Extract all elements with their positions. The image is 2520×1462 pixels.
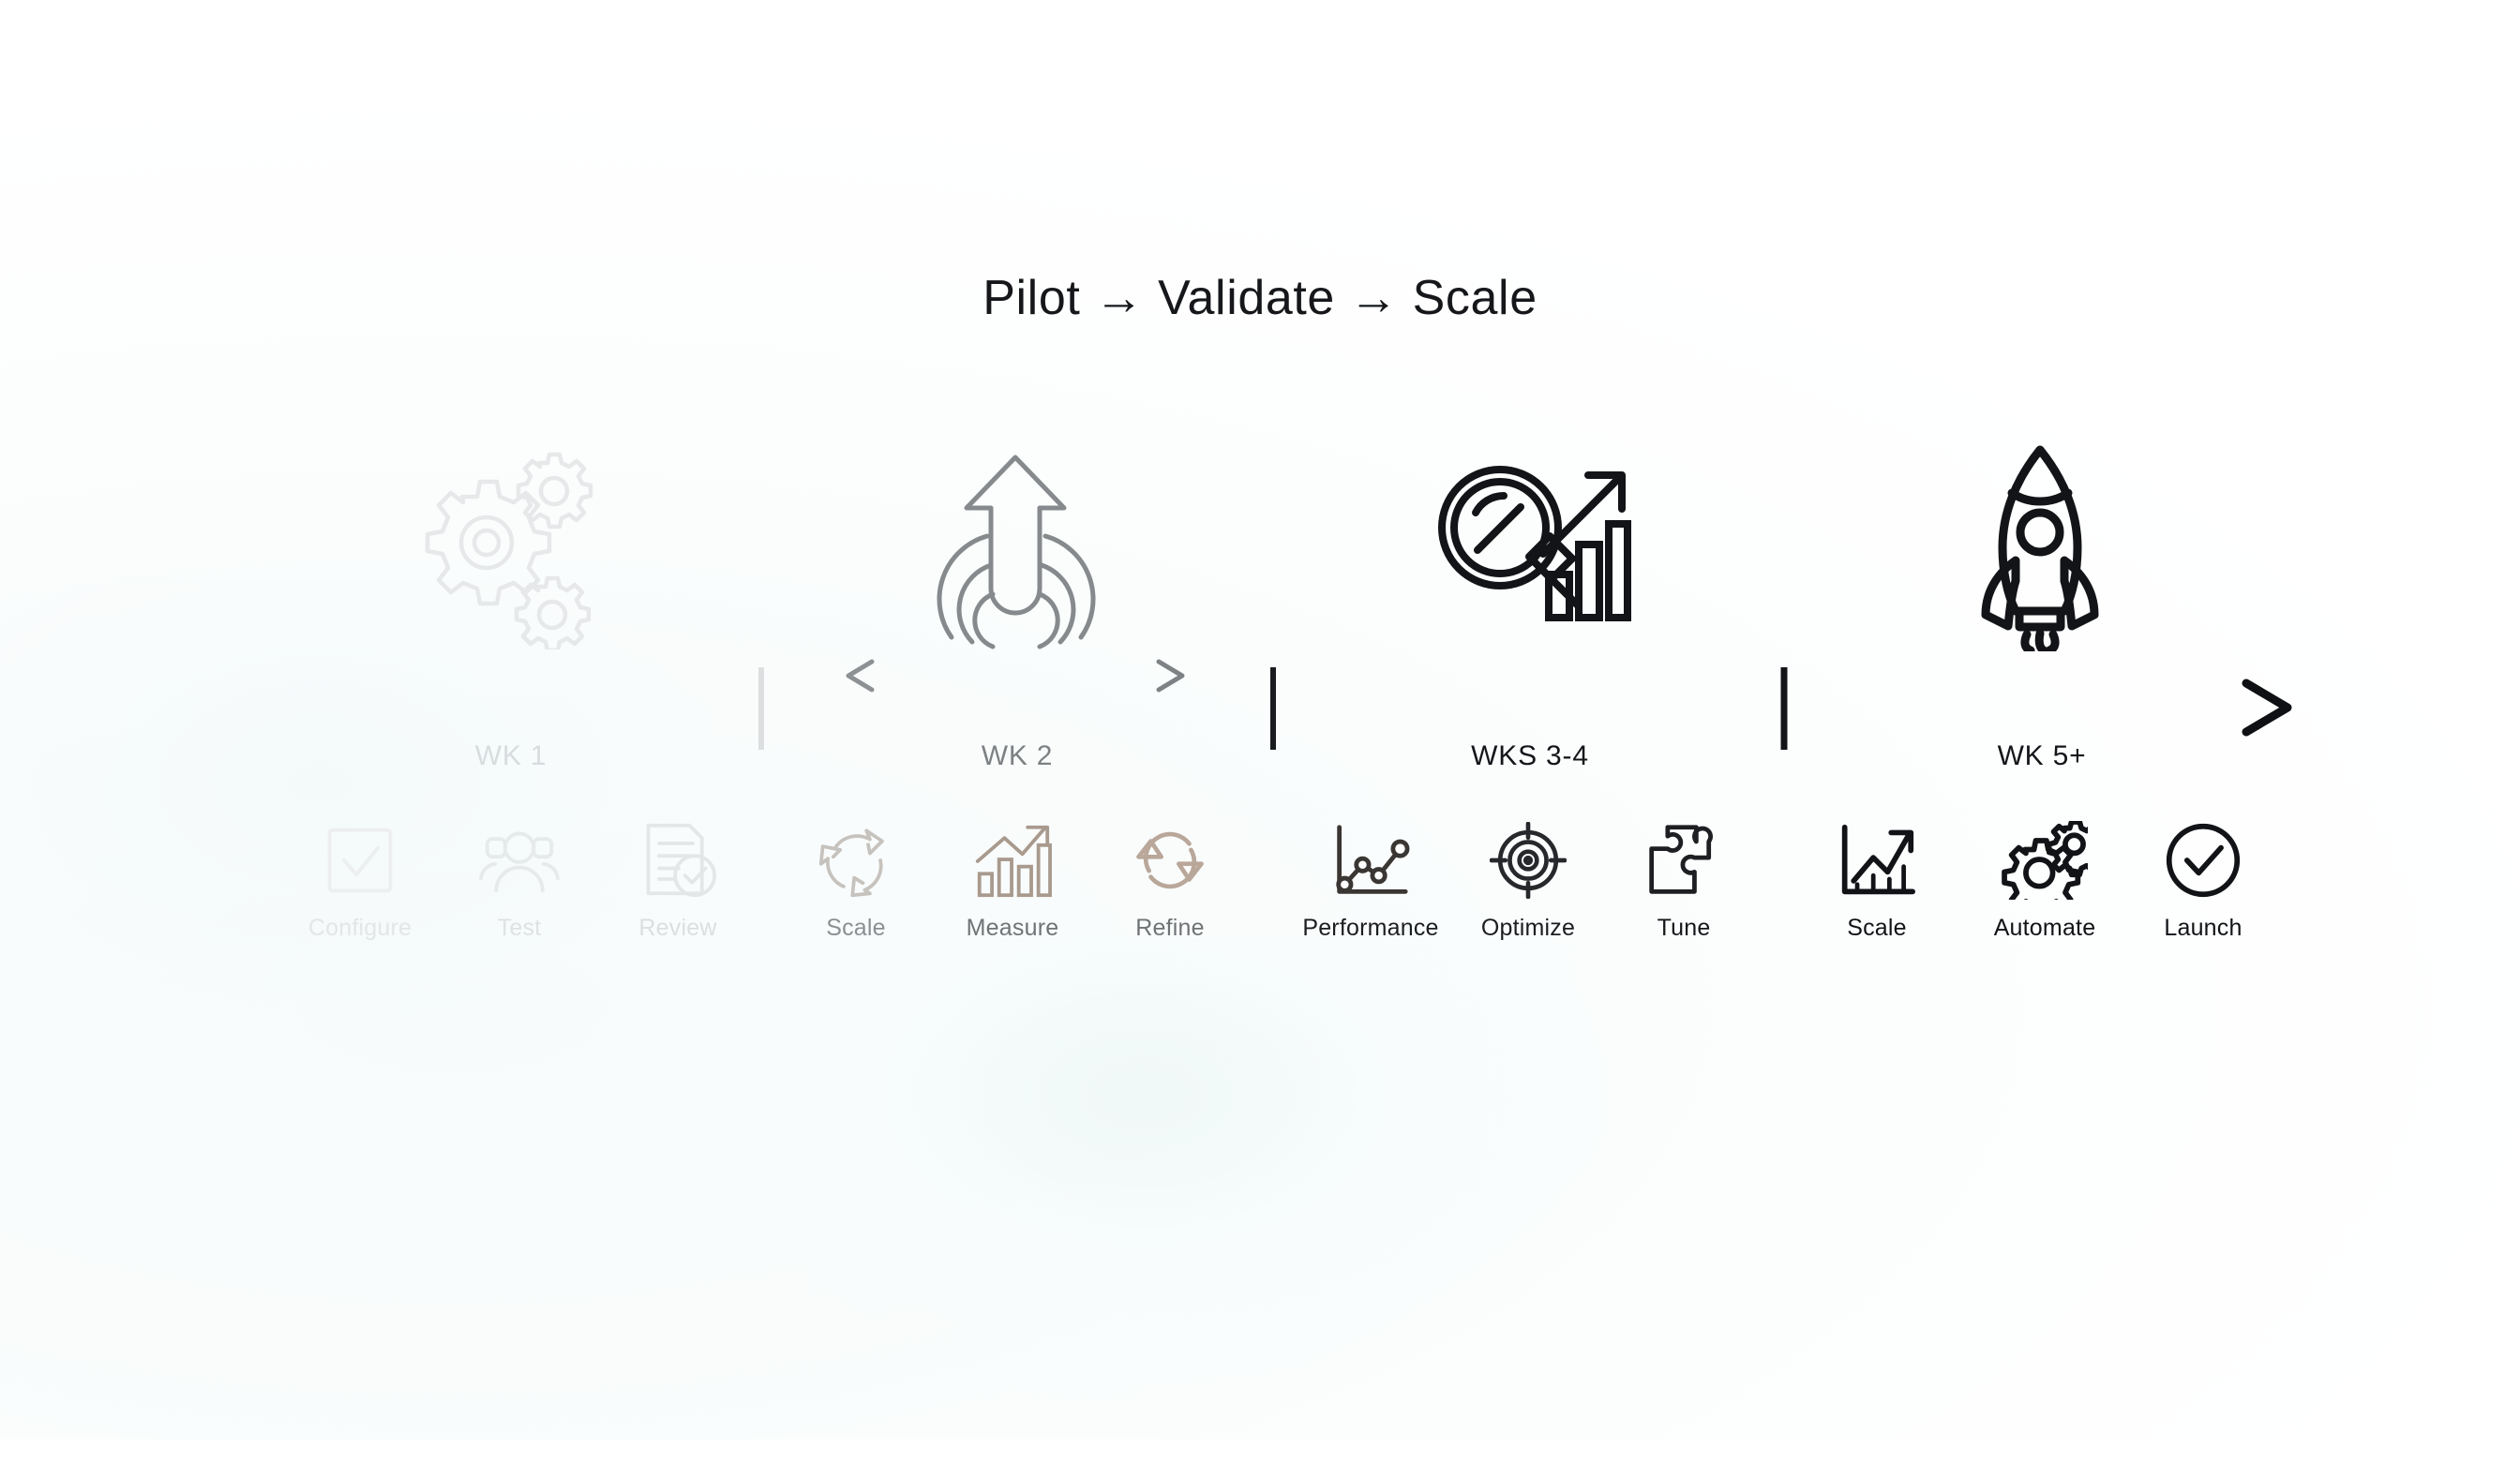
background-wash-right: [806, 937, 1650, 1462]
refresh-cycle-icon: [1132, 817, 1208, 903]
recycle-arrows-icon: [818, 817, 894, 903]
step-tune[interactable]: Tune: [1613, 817, 1754, 942]
step-label: Scale: [1847, 915, 1907, 941]
growth-chart-icon: [1836, 817, 1918, 903]
step-label: Review: [638, 915, 717, 941]
period-label-wks34: WKS 3-4: [1471, 740, 1589, 771]
period-label-wk1: WK 1: [474, 740, 548, 771]
step-performance[interactable]: Performance: [1300, 817, 1441, 942]
step-label: Optimize: [1480, 915, 1576, 941]
people-group-icon: [479, 817, 560, 903]
step-label: Performance: [1302, 915, 1439, 941]
page-title: Pilot → Validate → Scale: [982, 271, 1538, 325]
background-wash-left: [0, 581, 712, 1031]
step-scale-wk5[interactable]: Scale: [1807, 817, 1947, 942]
milestone-gears: [389, 448, 595, 649]
step-label: Measure: [966, 915, 1059, 941]
line-chart-icon: [1330, 817, 1411, 903]
step-label: Automate: [1993, 915, 2096, 941]
bar-growth-icon: [972, 817, 1053, 903]
step-label: Test: [497, 915, 542, 941]
step-automate[interactable]: Automate: [1974, 817, 2115, 942]
milestone-magnifier-growth: [1423, 455, 1633, 651]
milestone-rocket: [1959, 440, 2121, 651]
gears-pair-icon: [2002, 817, 2088, 903]
step-label: Refine: [1135, 915, 1205, 941]
step-scale-wk2[interactable]: Scale: [786, 817, 926, 942]
milestone-ripple-arrow-up: [914, 450, 1117, 651]
step-label: Scale: [826, 915, 886, 941]
step-label: Configure: [308, 915, 412, 941]
step-measure[interactable]: Measure: [942, 817, 1083, 942]
step-refine[interactable]: Refine: [1100, 817, 1240, 942]
checkbox-icon: [322, 817, 398, 903]
step-optimize[interactable]: Optimize: [1458, 817, 1598, 942]
step-label: Launch: [2164, 915, 2242, 941]
period-label-wk5: WK 5+: [1997, 740, 2087, 771]
step-label: Tune: [1657, 915, 1711, 941]
document-check-icon: [639, 817, 716, 903]
wk2-span-arrows: [846, 659, 1185, 693]
check-circle-icon: [2164, 817, 2242, 903]
puzzle-piece-icon: [1644, 817, 1723, 903]
timeline-arrowhead-icon: [2242, 679, 2292, 737]
crosshair-target-icon: [1490, 817, 1567, 903]
step-configure[interactable]: Configure: [290, 817, 430, 942]
period-label-wk2: WK 2: [981, 740, 1054, 771]
step-test[interactable]: Test: [449, 817, 590, 942]
step-launch[interactable]: Launch: [2133, 817, 2273, 942]
step-review[interactable]: Review: [608, 817, 748, 942]
